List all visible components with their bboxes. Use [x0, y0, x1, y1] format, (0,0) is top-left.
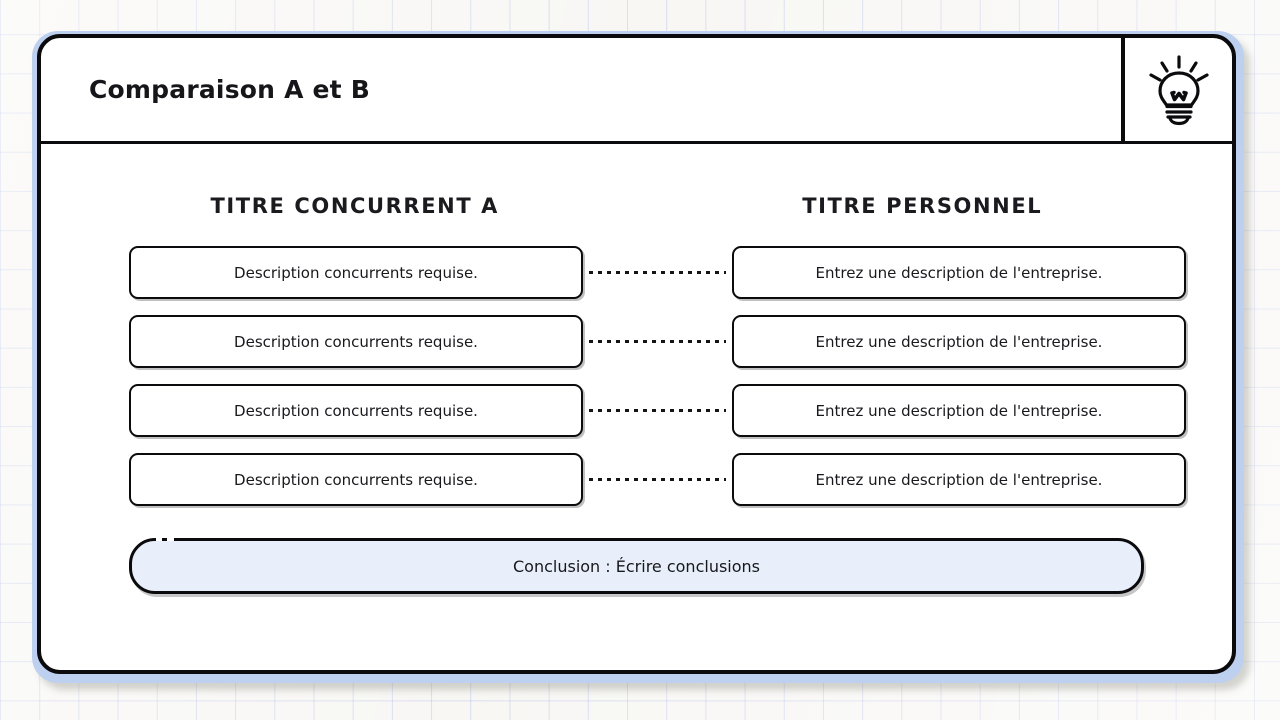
competitor-description-cell[interactable]: Description concurrents requise. — [129, 384, 583, 437]
dotted-connector-icon — [589, 340, 726, 343]
conclusion-bar[interactable]: Conclusion : Écrire conclusions — [129, 538, 1144, 594]
table-row: Description concurrents requise. Entrez … — [129, 246, 1186, 299]
competitor-description-cell[interactable]: Description concurrents requise. — [129, 315, 583, 368]
comparison-rows: Description concurrents requise. Entrez … — [41, 246, 1232, 506]
slide-header: Comparaison A et B — [41, 38, 1232, 144]
slide-card-outer-frame: Comparaison A et B — [32, 31, 1244, 683]
dotted-connector-icon — [589, 271, 726, 274]
column-heading-left: TITRE CONCURRENT A — [210, 194, 500, 218]
conclusion-area: Conclusion : Écrire conclusions — [41, 538, 1232, 594]
page-title: Comparaison A et B — [89, 75, 370, 104]
lightbulb-icon — [1148, 54, 1210, 126]
column-headings-row: TITRE CONCURRENT A TITRE PERSONNEL — [41, 194, 1232, 218]
slide-card: Comparaison A et B — [37, 34, 1236, 674]
dotted-connector-icon — [589, 409, 726, 412]
table-row: Description concurrents requise. Entrez … — [129, 453, 1186, 506]
dotted-connector-icon — [589, 478, 726, 481]
slide-header-icon-cell — [1125, 38, 1232, 141]
slide-header-title-cell: Comparaison A et B — [41, 38, 1125, 141]
column-heading-right: TITRE PERSONNEL — [802, 194, 1043, 218]
slide-body: TITRE CONCURRENT A TITRE PERSONNEL Descr… — [41, 144, 1232, 670]
company-description-cell[interactable]: Entrez une description de l'entreprise. — [732, 315, 1186, 368]
competitor-description-cell[interactable]: Description concurrents requise. — [129, 246, 583, 299]
company-description-cell[interactable]: Entrez une description de l'entreprise. — [732, 384, 1186, 437]
table-row: Description concurrents requise. Entrez … — [129, 384, 1186, 437]
table-row: Description concurrents requise. Entrez … — [129, 315, 1186, 368]
company-description-cell[interactable]: Entrez une description de l'entreprise. — [732, 453, 1186, 506]
company-description-cell[interactable]: Entrez une description de l'entreprise. — [732, 246, 1186, 299]
competitor-description-cell[interactable]: Description concurrents requise. — [129, 453, 583, 506]
